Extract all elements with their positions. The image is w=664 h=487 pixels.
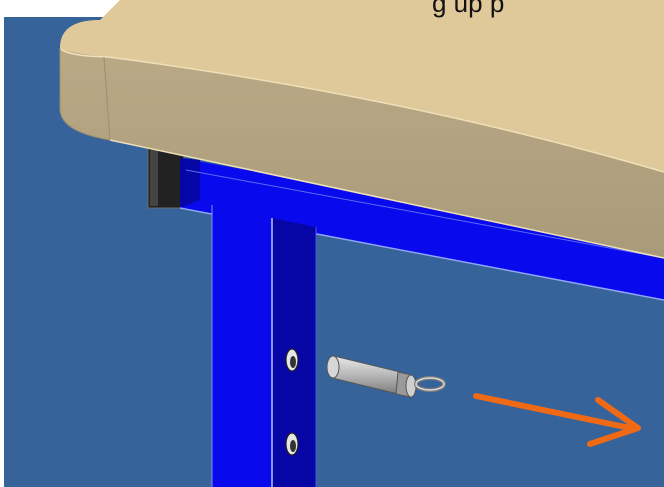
leg-front bbox=[212, 205, 272, 487]
locking-pin bbox=[326, 355, 446, 398]
frame-rail-line bbox=[185, 169, 664, 259]
leg-hole-upper-shadow bbox=[290, 356, 296, 368]
tabletop-surface bbox=[60, 0, 664, 172]
arrow-head bbox=[587, 397, 641, 447]
arrow-shaft bbox=[473, 393, 633, 431]
pin-ring-highlight bbox=[415, 377, 445, 391]
tabletop-corner-seam bbox=[103, 56, 111, 141]
caption-text: g up p bbox=[432, 0, 505, 18]
leg-hole-lower-shadow bbox=[290, 440, 296, 452]
frame-rail bbox=[180, 158, 664, 300]
arrow-right-icon bbox=[473, 393, 641, 447]
tabletop-bottom-edge bbox=[109, 139, 664, 259]
tabletop-edge-highlight bbox=[59, 47, 664, 173]
pin-tip bbox=[326, 355, 340, 379]
frame-rail-end bbox=[180, 158, 200, 208]
corner-bracket-highlight bbox=[150, 150, 158, 206]
tabletop-corner-outline bbox=[59, 48, 111, 141]
